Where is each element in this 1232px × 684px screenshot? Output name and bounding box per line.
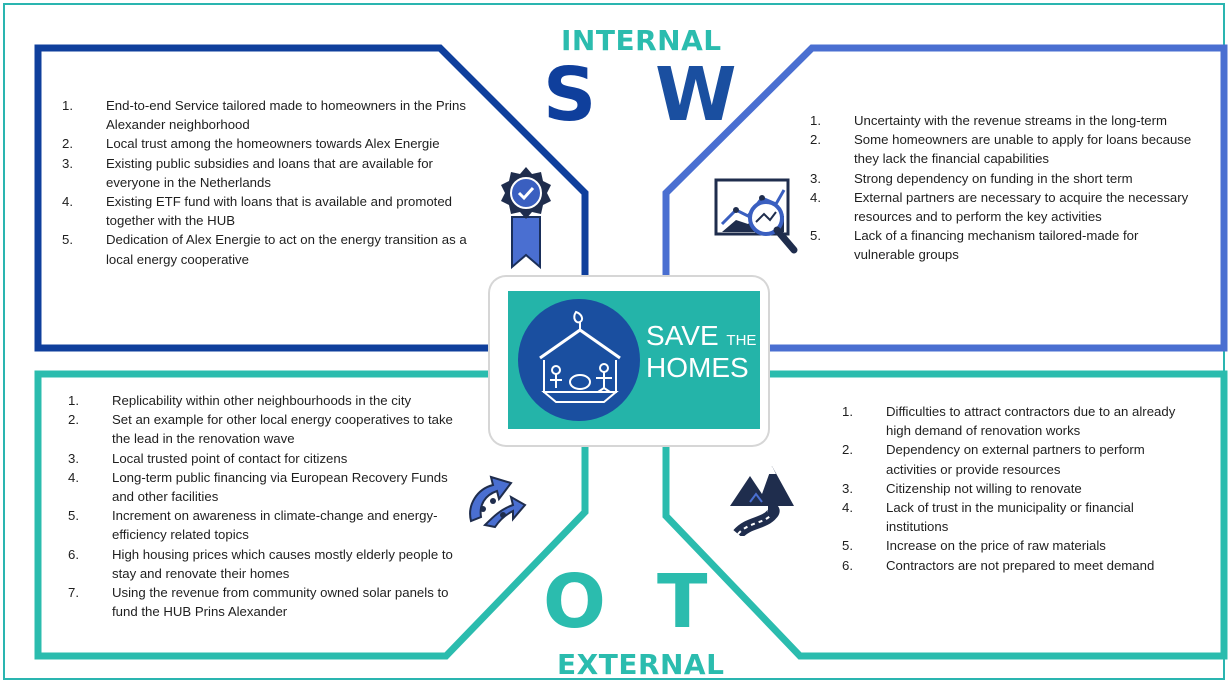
logo-emblem xyxy=(518,299,640,421)
mountain-road-icon xyxy=(730,466,794,536)
list-item: 2.Some homeowners are unable to apply fo… xyxy=(810,132,1192,167)
internal-heading: INTERNAL xyxy=(561,24,722,57)
analytics-magnifier-icon xyxy=(714,178,798,254)
list-item: 3.Citizenship not willing to renovate xyxy=(842,480,1082,496)
threats-quadrant-outline xyxy=(662,370,1228,660)
strengths-quadrant-outline xyxy=(34,44,589,352)
list-item: 1.End-to-end Service tailored made to ho… xyxy=(62,98,466,133)
list-item: 4.Existing ETF fund with loans that is a… xyxy=(62,194,452,229)
logo-wordmark: SAVE THE HOMES xyxy=(646,322,756,382)
list-item: 5.Lack of a financing mechanism tailored… xyxy=(810,228,1139,263)
list-item: 4.Lack of trust in the municipality or f… xyxy=(842,500,1134,535)
list-item: 5.Dedication of Alex Energie to act on t… xyxy=(62,232,467,267)
growth-arrow-icon xyxy=(469,475,527,529)
logo-word-the: THE xyxy=(726,332,757,349)
list-item: 7.Using the revenue from community owned… xyxy=(68,585,449,620)
list-item: 4.External partners are necessary to acq… xyxy=(810,189,1189,225)
external-heading: EXTERNAL xyxy=(557,648,725,681)
strengths-letter: S xyxy=(543,52,597,138)
award-badge-icon xyxy=(501,167,551,270)
list-item: 3.Strong dependency on funding in the sh… xyxy=(810,170,1133,186)
logo-word-homes: HOMES xyxy=(646,352,749,383)
list-item: 5.Increase on the price of raw materials xyxy=(842,538,1106,554)
threats-letter: T xyxy=(657,559,708,645)
list-item: 1.Replicability within other neighbourho… xyxy=(68,393,412,408)
strengths-list: 1.End-to-end Service tailored made to ho… xyxy=(62,96,482,269)
list-item: 2.Local trust among the homeowners towar… xyxy=(62,136,440,152)
list-item: 2.Dependency on external partners to per… xyxy=(842,442,1145,477)
threats-list: 1.Difficulties to attract contractors du… xyxy=(842,402,1192,575)
opportunities-list: 1.Replicability within other neighbourho… xyxy=(68,391,468,621)
list-item: 5.Increment on awareness in climate-chan… xyxy=(68,508,438,543)
list-item: 3.Local trusted point of contact for cit… xyxy=(68,450,348,466)
list-item: 2.Set an example for other local energy … xyxy=(68,412,453,447)
list-item: 6.High housing prices which causes mostl… xyxy=(68,546,453,581)
weaknesses-list: 1.Uncertainty with the revenue streams i… xyxy=(810,111,1202,265)
opportunities-letter: O xyxy=(543,559,606,645)
list-item: 3.Existing public subsidies and loans th… xyxy=(62,155,433,190)
list-item: 6.Contractors are not prepared to meet d… xyxy=(842,557,1155,573)
house-family-icon xyxy=(539,310,621,403)
weaknesses-letter: W xyxy=(655,52,737,138)
logo-word-save: SAVE xyxy=(646,320,719,351)
list-item: 1.Difficulties to attract contractors du… xyxy=(842,404,1176,439)
list-item: 4.Long-term public financing via Europea… xyxy=(68,469,448,505)
weaknesses-quadrant-outline xyxy=(662,44,1228,352)
list-item: 1.Uncertainty with the revenue streams i… xyxy=(810,113,1167,128)
